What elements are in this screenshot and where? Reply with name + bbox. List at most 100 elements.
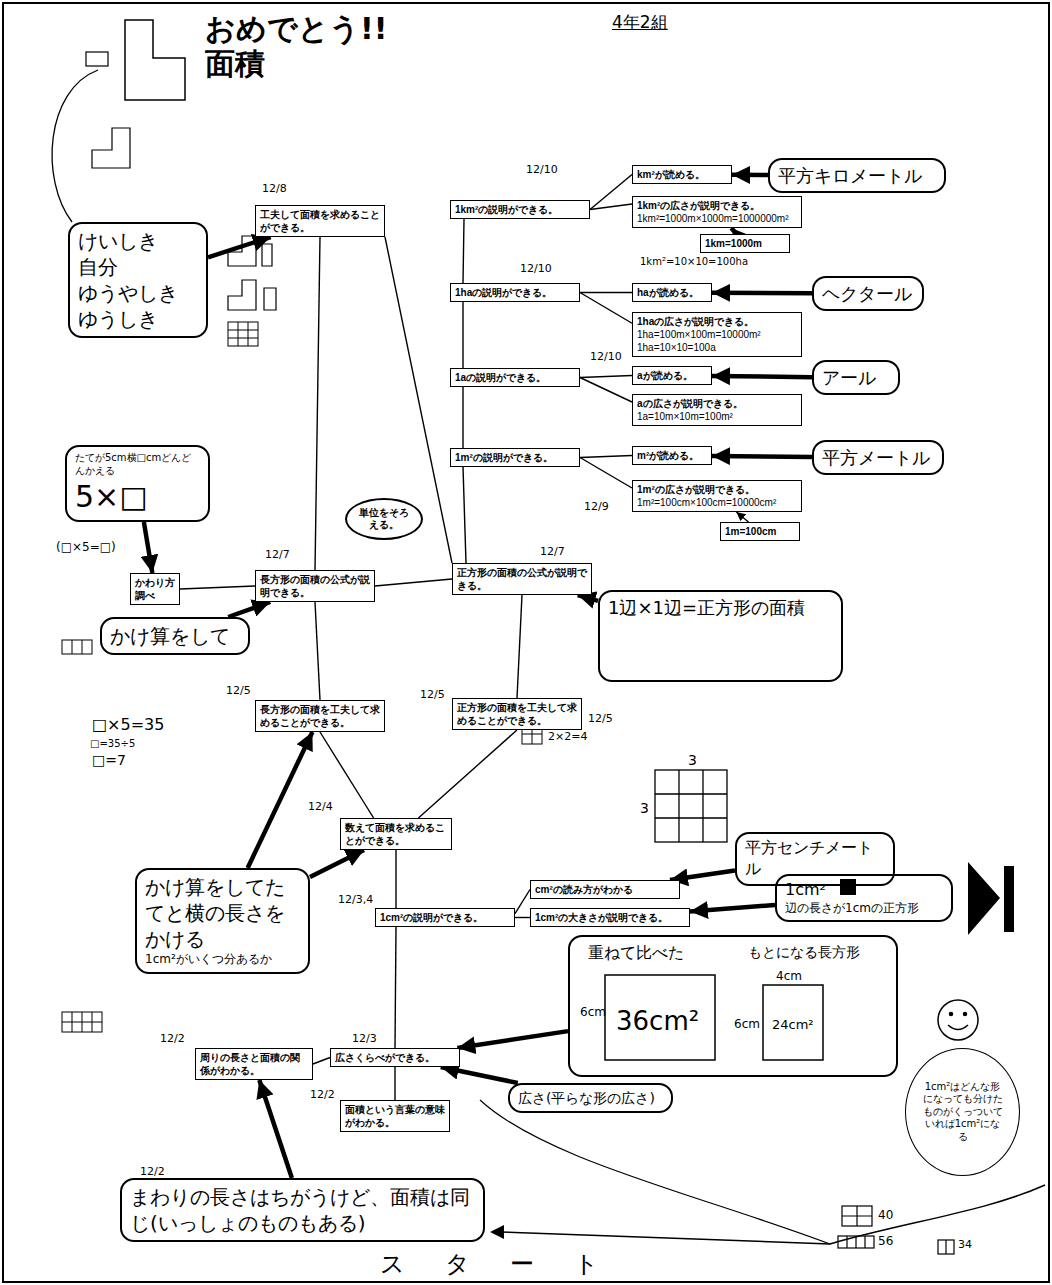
goal-box: かわり方調べ — [130, 573, 180, 605]
connector-line — [590, 204, 632, 210]
node-text: 1ha=10×10=100a — [637, 341, 797, 354]
node-text: 正方形の面積の公式が説明できる。 — [457, 566, 587, 592]
node-text: 1km=1000m — [705, 237, 785, 250]
node-text: もとになる長方形 — [748, 943, 860, 961]
callout-arrow — [578, 595, 598, 601]
node-text: かけ算をしてたてと横の長さをかける — [145, 874, 300, 952]
handwritten-note: 12/10 — [590, 350, 622, 363]
goal-box: cm²の読み方がわかる — [530, 880, 680, 899]
node-text: m²が読める。 — [637, 449, 707, 462]
connector-line — [736, 512, 748, 522]
triangle-shape — [968, 862, 1000, 935]
node-text: 面積という言葉の意味がわかる。 — [345, 1103, 445, 1129]
callout-arrow — [732, 173, 768, 178]
handwritten-note: 12/7 — [265, 548, 290, 561]
arrow-head — [490, 1225, 504, 1239]
node-text: かけ算をして — [110, 623, 240, 649]
handwritten-note: 12/3 — [352, 1032, 377, 1045]
note-box: 1辺×1辺=正方形の面積 — [598, 590, 843, 682]
node-text: かわり方調べ — [135, 576, 175, 602]
node-text: けいしき — [78, 228, 198, 254]
callout-arrow — [690, 905, 775, 911]
connector-line — [580, 378, 632, 403]
handwritten-note: □=7 — [92, 752, 126, 769]
handwritten-note: 12/7 — [540, 545, 565, 558]
connector-line — [375, 579, 452, 586]
goal-box: 1m=100cm — [720, 522, 800, 541]
node-text: 1cm²はどんな形になっても分けたものがくっついていれば1cm²になる — [920, 1081, 1005, 1144]
grid-3x3 — [655, 770, 727, 842]
callout-arrow — [228, 602, 270, 617]
node-text: 1ha=100m×100m=10000m² — [637, 328, 797, 341]
node-text: 6cm — [734, 1017, 760, 1033]
note-box: ヘクタール — [812, 276, 924, 311]
connector-line — [515, 890, 530, 914]
goal-box: 周りの長さと面積の関係がわかる。 — [195, 1048, 313, 1080]
connector-line — [395, 927, 396, 1048]
page-frame — [3, 3, 1049, 1282]
l-shape-small — [92, 128, 130, 168]
node-text: 広さくらべができる。 — [335, 1051, 455, 1064]
goal-box: m²が読める。 — [632, 446, 712, 465]
goal-box: 1m²の広さが説明できる。1m²=100cm×100cm=10000cm² — [632, 480, 802, 512]
node-text: 長方形の面積の公式が説明できる。 — [260, 573, 370, 599]
callout-arrow — [144, 522, 152, 573]
node-text: aが読める。 — [637, 369, 707, 382]
road-line — [500, 1232, 830, 1244]
node-text: 広さ(平らな形の広さ) — [518, 1089, 663, 1107]
handwritten-note: 12/10 — [520, 262, 552, 275]
handwritten-note: 12/2 — [310, 1088, 335, 1101]
goal-box: km²が読める。 — [632, 165, 732, 184]
connector-line — [394, 1067, 395, 1100]
callout-arrow — [712, 456, 812, 457]
note-box: 平方センチメートル — [735, 832, 895, 886]
node-text: 36cm² — [616, 1005, 699, 1039]
node-text: 1cm²の説明ができる。 — [380, 911, 510, 924]
goal-box: 面積という言葉の意味がわかる。 — [340, 1100, 450, 1132]
node-text: 1haの広さが説明できる。 — [637, 315, 797, 328]
node-text: aの広さが説明できる。 — [637, 397, 797, 410]
goal-box: 1haの広さが説明できる。1ha=100m×100m=10000m²1ha=10… — [632, 312, 802, 357]
note-box: けいしき自分ゆうやしきゆうしき — [68, 222, 208, 338]
callout-arrow — [441, 1067, 518, 1083]
node-text: 1m=100cm — [725, 525, 795, 538]
node-text: ゆうやしき — [78, 280, 198, 306]
rectangle-24 — [763, 985, 823, 1060]
note-box: たてが5cm横□cmどんどんかえる5×□ — [65, 445, 210, 522]
note-oval: 1cm²はどんな形になっても分けたものがくっついていれば1cm²になる — [905, 1048, 1020, 1176]
node-text: 単位をそろえる。 — [357, 507, 411, 531]
goal-box: aが読める。 — [632, 366, 712, 385]
node-text: 1cm²の大きさが説明できる。 — [535, 911, 685, 924]
handwritten-note: 3 — [688, 752, 697, 769]
node-text: km²が読める。 — [637, 168, 727, 181]
note-ellipse: 単位をそろえる。 — [345, 498, 423, 540]
handwritten-note: 12/5 — [226, 684, 251, 697]
handwritten-note: 1km²=10×10=100ha — [640, 256, 748, 268]
map-title: おめでとう!! 面積 — [205, 12, 415, 81]
leader-line — [52, 70, 98, 222]
handwritten-note: 12/5 — [420, 688, 445, 701]
node-text: 5×□ — [75, 477, 200, 516]
node-text: 数えて面積を求めることができる。 — [345, 821, 447, 847]
connector-line — [180, 586, 255, 589]
node-text: 4cm — [776, 969, 802, 985]
handwritten-note: 12/2 — [140, 1165, 165, 1178]
connector-line — [313, 1058, 330, 1065]
node-text: 長方形の面積を工夫して求めることができる。 — [260, 703, 380, 729]
callout-arrow — [670, 870, 735, 880]
connector-line — [315, 602, 320, 700]
node-text: 1cm²がいくつ分あるか — [145, 952, 300, 968]
handwritten-note: (□×5=□) — [56, 540, 116, 554]
node-text: cm²の読み方がわかる — [535, 883, 675, 896]
split-figure — [228, 280, 276, 310]
node-text: 平方メートル — [822, 446, 934, 469]
goal-box: 1haの説明ができる。 — [450, 283, 580, 302]
note-box: 1cm²辺の長さが1cmの正方形 — [775, 874, 953, 922]
node-text: 1m²の広さが説明できる。 — [637, 483, 797, 496]
node-text: 1m²=100cm×100cm=10000cm² — [637, 496, 797, 509]
handwritten-note: 2×2=4 — [548, 730, 587, 743]
connector-line — [580, 458, 632, 489]
road-line — [830, 1185, 1045, 1244]
node-text: 辺の長さが1cmの正方形 — [785, 901, 943, 917]
note-box: かけ算をしてたてと横の長さをかける1cm²がいくつ分あるか — [135, 868, 310, 974]
